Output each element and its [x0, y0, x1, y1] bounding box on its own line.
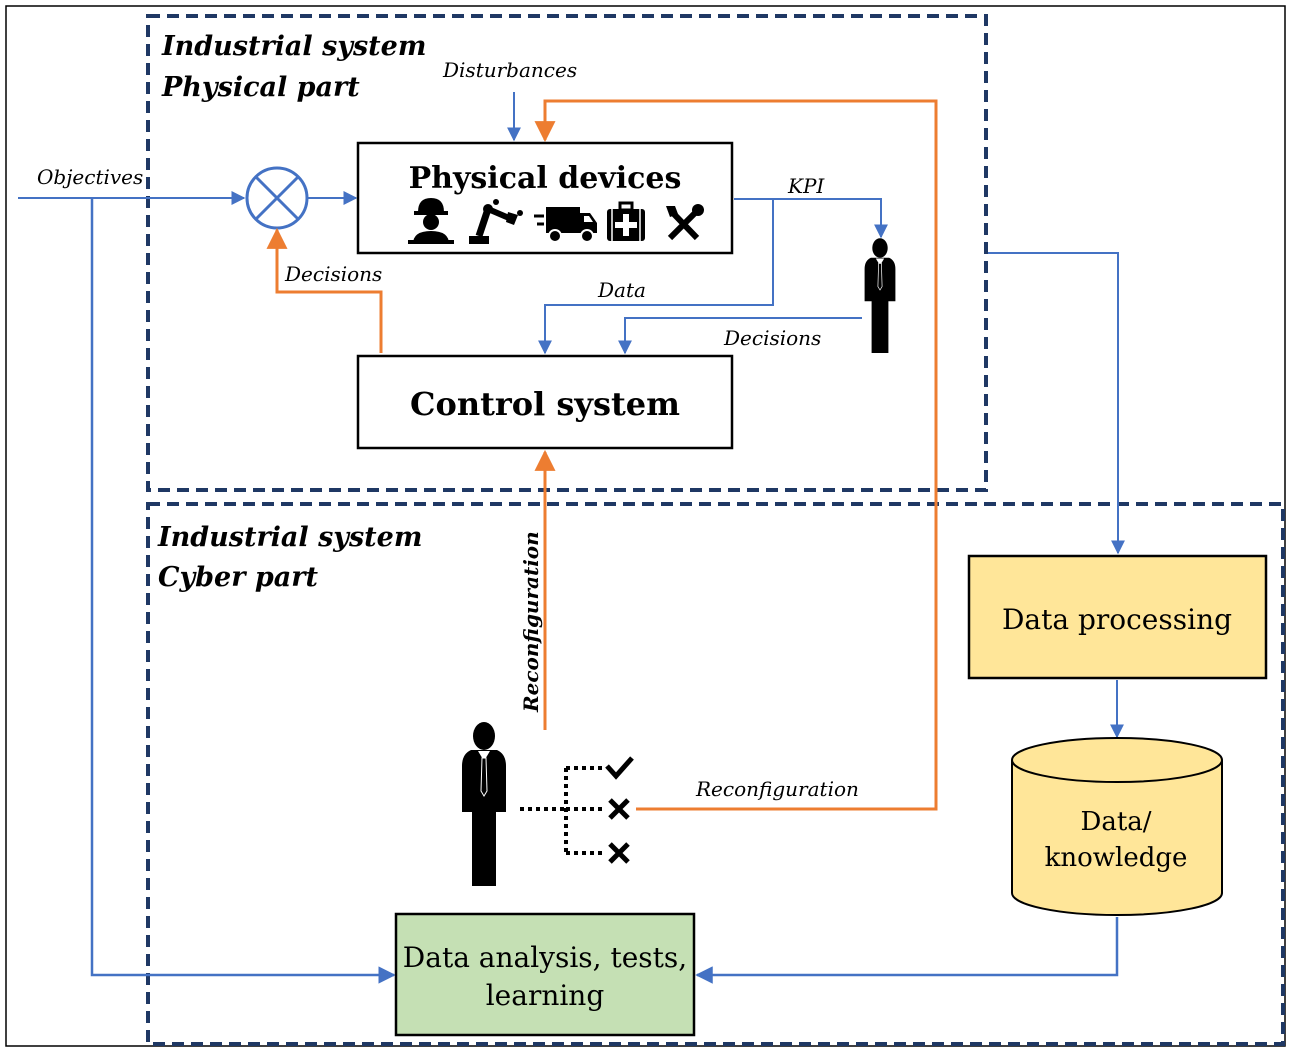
knowledge-to-analysis-arrow	[695, 917, 1119, 984]
data-processing-box	[967, 554, 1268, 680]
data-processing-label: Data processing	[1002, 603, 1232, 636]
reconfiguration-vertical-label: Reconfiguration	[519, 531, 543, 713]
to-data-processing-arrow	[988, 252, 1125, 555]
decisions-right-label: Decisions	[723, 326, 821, 350]
reconfiguration-to-devices-arrow	[534, 99, 938, 811]
decisions-right-arrow	[618, 317, 862, 355]
truck-icon	[534, 207, 597, 243]
decisions-left-label: Decisions	[284, 262, 382, 286]
cross-icon	[608, 842, 630, 864]
cyber-region-title-line1: Industrial system	[157, 522, 422, 553]
data-knowledge-label-line2: knowledge	[1045, 843, 1188, 873]
robot-arm-icon	[469, 199, 523, 244]
data-knowledge-label-line1: Data/	[1080, 807, 1151, 837]
data-label: Data	[597, 278, 646, 302]
cyber-region-title-line2: Cyber part	[158, 562, 318, 593]
tools-icon	[666, 204, 704, 241]
cross-icon	[608, 798, 630, 820]
disturbances-label: Disturbances	[442, 58, 577, 82]
outer-frame	[5, 5, 1286, 1047]
data-arrow	[538, 199, 774, 355]
reconfiguration-horizontal-label: Reconfiguration	[695, 777, 859, 801]
data-analysis-label-line1: Data analysis, tests,	[403, 941, 687, 974]
control-system-box	[356, 354, 734, 450]
physical-devices-box	[356, 141, 734, 255]
data-analysis-box	[394, 912, 696, 1037]
worker-icon	[408, 198, 454, 244]
data-analysis-label-line2: learning	[486, 979, 605, 1012]
objectives-label: Objectives	[37, 165, 143, 189]
decision-tree-icon	[520, 766, 602, 855]
first-aid-kit-icon	[607, 201, 645, 241]
cyber-part-border	[146, 502, 1285, 1046]
control-system-label: Control system	[410, 385, 680, 423]
decisions-left-arrow	[266, 227, 383, 353]
manager-icon	[864, 237, 896, 354]
objectives-to-analysis-arrow	[90, 198, 396, 984]
check-icon	[605, 756, 634, 780]
kpi-arrow	[734, 198, 888, 239]
kpi-label: KPI	[787, 174, 825, 198]
physical-region-title-line2: Physical part	[161, 72, 360, 103]
manager-icon	[461, 721, 507, 887]
physical-devices-label: Physical devices	[409, 161, 682, 196]
data-knowledge-cylinder	[1011, 737, 1223, 916]
summing-junction	[245, 166, 309, 230]
physical-part-border	[146, 14, 988, 492]
physical-region-title-line1: Industrial system	[161, 31, 426, 62]
